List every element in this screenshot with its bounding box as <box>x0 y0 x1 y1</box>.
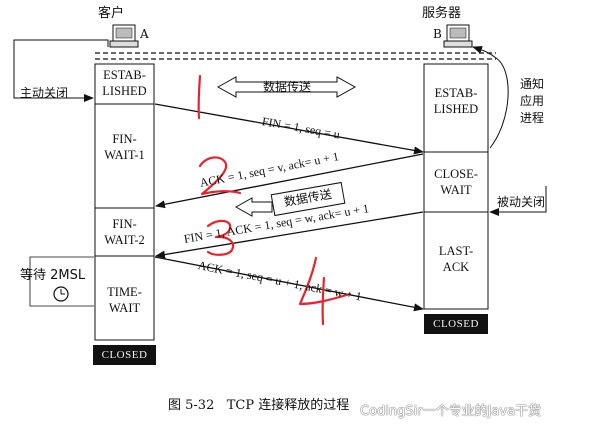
server-host-letter: B <box>433 27 442 41</box>
data-transfer-arrow-1 <box>216 76 357 98</box>
server-computer-icon <box>443 24 473 48</box>
watermark: CodingSir一个专业的Java干货 <box>360 404 542 419</box>
data-transfer-box-1: 数据传送 <box>262 80 311 94</box>
server-host-label: 服务器 <box>422 6 462 21</box>
client-state-closed: CLOSED <box>93 345 156 365</box>
client-host-label: 客户 <box>98 6 125 21</box>
server-state-last-ack: LAST- ACK <box>438 244 474 274</box>
server-state-closed: CLOSED <box>424 314 488 334</box>
server-state-close-wait: CLOSE- WAIT <box>434 167 478 197</box>
server-state-column <box>423 63 489 310</box>
handwritten-number-1 <box>197 74 202 120</box>
client-host-letter: A <box>140 27 149 41</box>
passive-close-label: 被动关闭 <box>497 195 546 209</box>
client-state-time-wait: TIME- WAIT <box>107 285 142 315</box>
segment-arrow-final-ack <box>154 256 424 312</box>
notify-app-label: 通知 应用 进程 <box>520 77 545 125</box>
passive-close-arrow <box>489 186 547 216</box>
segment-arrow-ack <box>155 153 424 209</box>
segment-arrow-fin-ack <box>155 211 424 259</box>
client-state-established: ESTAB- LISHED <box>102 68 147 98</box>
client-state-fin-wait-1: FIN- WAIT-1 <box>104 132 145 162</box>
handwritten-number-2 <box>198 156 242 196</box>
server-state-established: ESTAB- LISHED <box>433 86 479 116</box>
wait-2msl-label: 等待 2MSL <box>20 268 86 283</box>
handwritten-number-4 <box>298 256 352 326</box>
handwritten-number-3 <box>206 219 235 256</box>
clock-icon <box>53 286 69 302</box>
client-computer-icon <box>109 24 139 48</box>
client-state-fin-wait-2: FIN- WAIT-2 <box>104 217 145 247</box>
notify-app-arrow <box>472 46 509 149</box>
data-transfer-arrow-2 <box>234 197 273 217</box>
active-close-arrow <box>13 39 109 102</box>
active-close-label: 主动关闭 <box>20 86 69 100</box>
client-state-column <box>94 63 155 341</box>
figure-caption: 图 5-32 TCP 连接释放的过程 <box>168 398 350 413</box>
wait-2msl-bracket <box>29 256 94 307</box>
